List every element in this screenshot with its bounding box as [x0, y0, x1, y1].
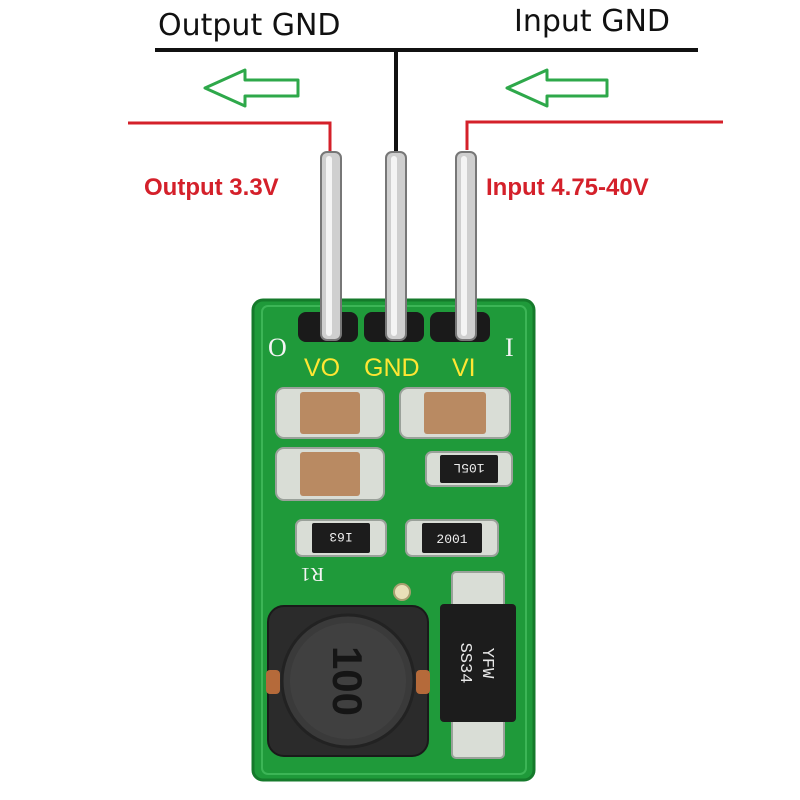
- via-hole: [393, 583, 411, 601]
- pcb-board: VO GND VI O I 105L I63: [251, 298, 536, 782]
- input-power-line: [465, 120, 723, 150]
- chip-2001: 2001: [405, 519, 499, 557]
- chip-a-label: 105L: [453, 460, 484, 475]
- silk-gnd-label: GND: [364, 354, 420, 382]
- capacitor-c2: [399, 387, 511, 439]
- chip-b-label: I63: [329, 529, 352, 544]
- capacitor-c3: [275, 447, 385, 501]
- diode-d1: YFW SS34: [440, 571, 516, 759]
- chip-105l: 105L: [425, 451, 513, 487]
- diode-marking-bottom: SS34: [455, 643, 474, 684]
- silk-r1-mark: R1: [301, 563, 324, 585]
- silk-vo-label: VO: [304, 354, 340, 382]
- diode-marking-top: YFW: [477, 648, 496, 679]
- ground-wiring: [155, 48, 698, 152]
- header-pins: [320, 151, 477, 341]
- inductor-l1: 100: [266, 605, 430, 757]
- inductor-lead-right: [416, 670, 430, 694]
- silk-vi-label: VI: [452, 354, 476, 382]
- inductor-lead-left: [266, 670, 280, 694]
- output-arrow-icon: [203, 68, 300, 108]
- inductor-marking: 100: [324, 646, 371, 716]
- output-gnd-label: Output GND: [158, 8, 341, 43]
- input-voltage-label: Input 4.75-40V: [486, 174, 649, 201]
- pin-gnd: [385, 151, 407, 341]
- output-voltage-label: Output 3.3V: [144, 174, 279, 201]
- input-gnd-label: Input GND: [514, 4, 671, 39]
- direction-arrows: [203, 68, 609, 108]
- chip-i63: I63: [295, 519, 387, 557]
- input-arrow-icon: [505, 68, 609, 108]
- capacitor-c1: [275, 387, 385, 439]
- silk-o-mark: O: [268, 333, 287, 362]
- power-wiring: [128, 120, 723, 152]
- chip-c-label: 2001: [436, 532, 467, 547]
- pin-vi: [455, 151, 477, 341]
- silk-i-mark: I: [505, 333, 514, 362]
- output-power-line: [128, 121, 332, 152]
- pin-vo: [320, 151, 342, 341]
